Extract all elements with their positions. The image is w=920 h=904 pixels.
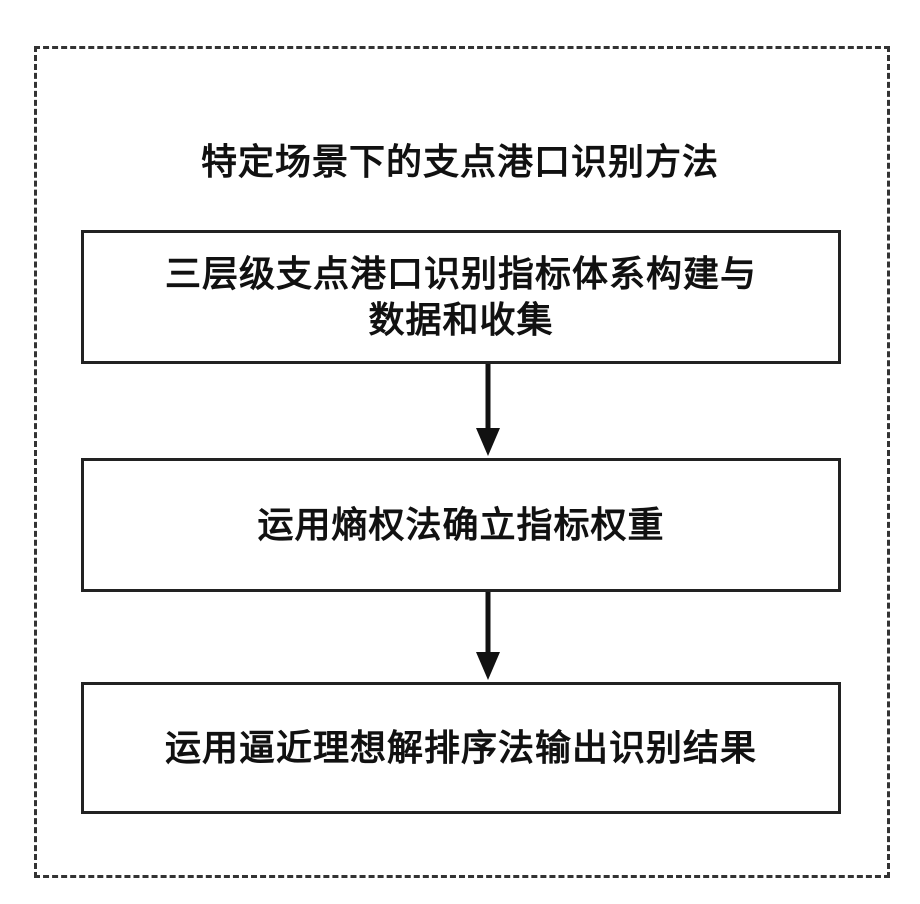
arrow-step-1-to-2 <box>473 364 503 458</box>
arrow-step-2-to-3 <box>473 592 503 682</box>
diagram-title: 特定场景下的支点港口识别方法 <box>120 140 800 184</box>
step-2-label: 运用熵权法确立指标权重 <box>257 502 664 548</box>
step-box-3: 运用逼近理想解排序法输出识别结果 <box>81 682 841 814</box>
step-box-2: 运用熵权法确立指标权重 <box>81 458 841 592</box>
step-1-line-1: 三层级支点港口识别指标体系构建与 <box>165 251 757 297</box>
step-3-label: 运用逼近理想解排序法输出识别结果 <box>165 725 757 771</box>
step-1-line-2: 数据和收集 <box>165 297 757 343</box>
step-box-1: 三层级支点港口识别指标体系构建与 数据和收集 <box>81 230 841 364</box>
